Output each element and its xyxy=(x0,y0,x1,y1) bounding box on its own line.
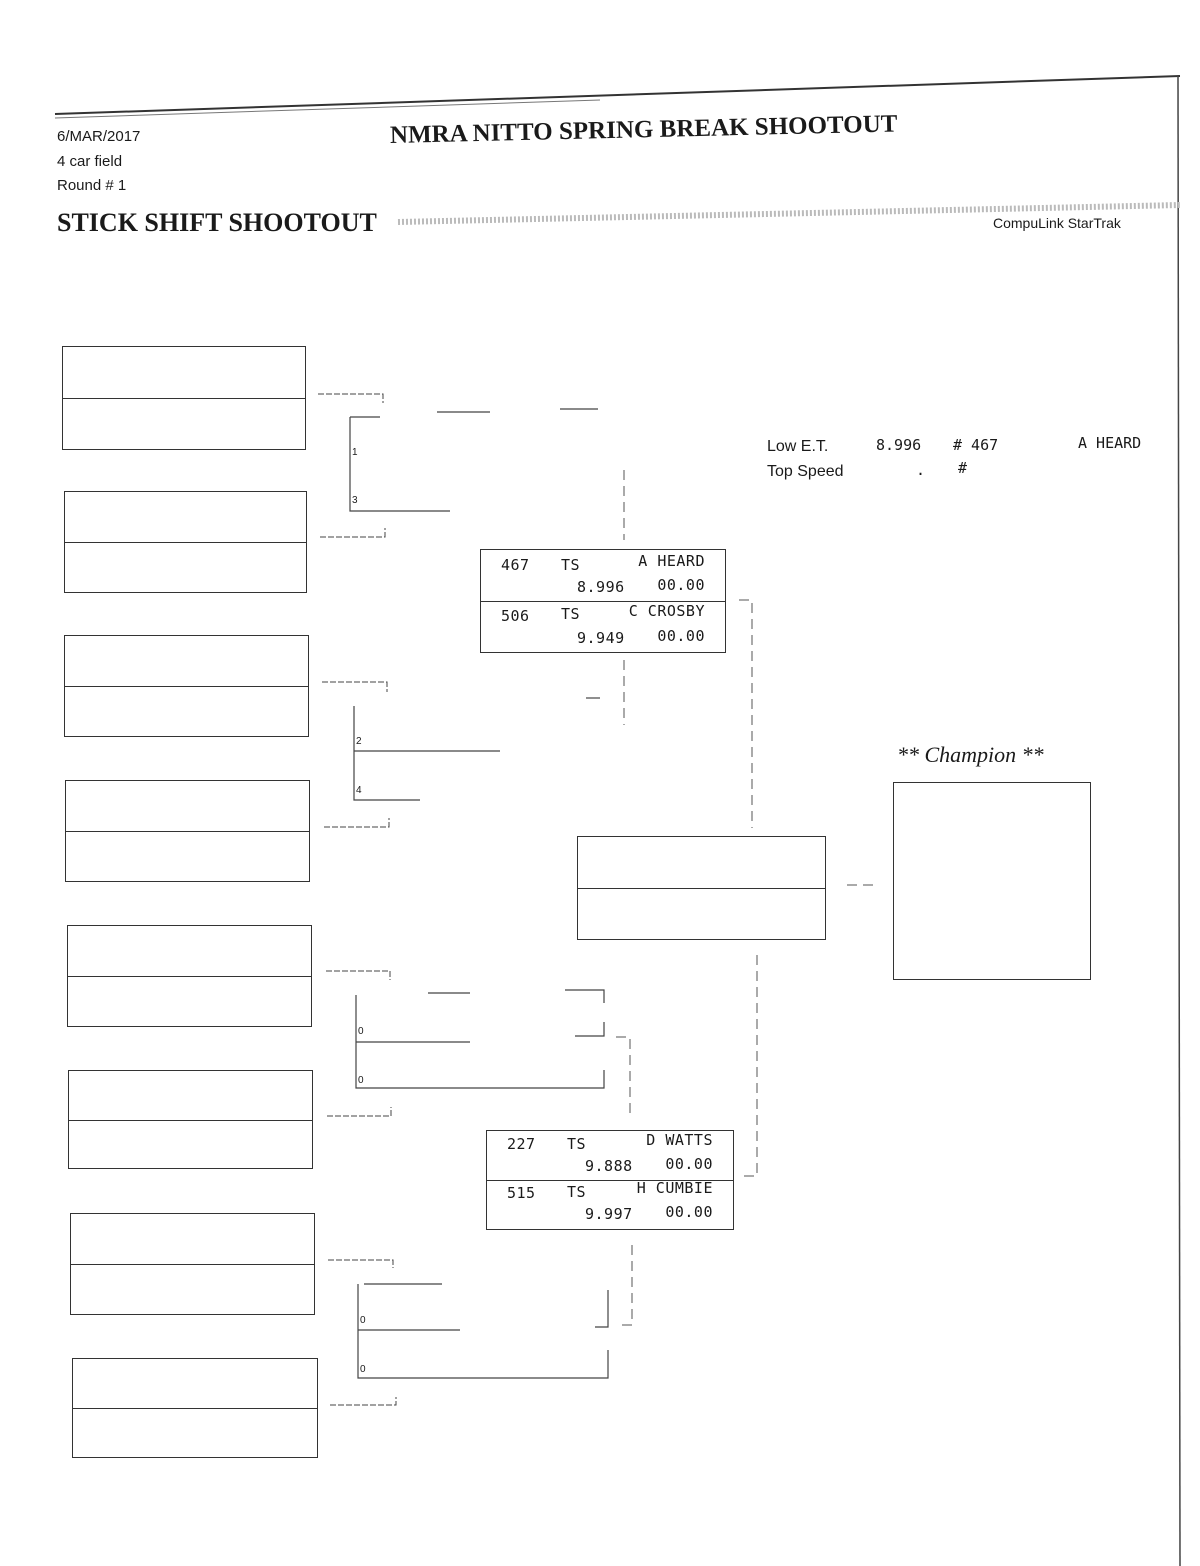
top-speed-number: # xyxy=(958,459,968,477)
lane-top: 227 TS D WATTS 9.888 00.00 xyxy=(487,1131,733,1180)
speed: 00.00 xyxy=(657,576,705,594)
date: 6/MAR/2017 xyxy=(57,128,141,145)
round1-slot-5 xyxy=(67,925,312,1027)
low-et-value: 8.996 xyxy=(876,436,922,454)
seed-number: 4 xyxy=(356,785,362,796)
seed-number: 0 xyxy=(360,1315,366,1326)
champion-box xyxy=(893,782,1091,980)
elapsed-time: 9.997 xyxy=(585,1205,633,1223)
car-number: 506 xyxy=(501,607,530,625)
elapsed-time: 9.888 xyxy=(585,1157,633,1175)
driver-name: H CUMBIE xyxy=(636,1179,713,1197)
round1-slot-7 xyxy=(70,1213,315,1315)
low-et-label: Low E.T. xyxy=(767,438,829,455)
field-size: 4 car field xyxy=(57,153,123,170)
car-class: TS xyxy=(561,556,581,574)
car-class: TS xyxy=(567,1135,587,1153)
round1-slot-2 xyxy=(64,491,307,593)
driver-name: C CROSBY xyxy=(628,602,705,620)
lane-bottom: 506 TS C CROSBY 9.949 00.00 xyxy=(481,601,725,652)
software-label: CompuLink StarTrak xyxy=(993,215,1121,231)
round-number: Round # 1 xyxy=(57,177,127,194)
car-class: TS xyxy=(561,605,581,623)
elapsed-time: 9.949 xyxy=(577,629,625,647)
seed-number: 3 xyxy=(352,495,358,506)
round1-slot-1 xyxy=(62,346,306,450)
round1-slot-3 xyxy=(64,635,309,737)
round1-slot-8 xyxy=(72,1358,318,1458)
elapsed-time: 8.996 xyxy=(577,578,625,596)
final-match xyxy=(577,836,826,940)
car-class: TS xyxy=(567,1183,587,1201)
round1-slot-6 xyxy=(68,1070,313,1169)
car-number: 515 xyxy=(507,1184,536,1202)
seed-number: 0 xyxy=(358,1075,364,1086)
speed: 00.00 xyxy=(657,627,705,645)
top-speed-label: Top Speed xyxy=(767,463,844,480)
car-number: 467 xyxy=(501,556,530,574)
seed-number: 2 xyxy=(356,736,362,747)
driver-name: A HEARD xyxy=(638,552,705,570)
speed: 00.00 xyxy=(665,1155,713,1173)
low-et-driver: A HEARD xyxy=(1078,434,1142,452)
round1-slot-4 xyxy=(65,780,310,882)
class-title: STICK SHIFT SHOOTOUT xyxy=(57,208,377,237)
semifinal-match-2: 227 TS D WATTS 9.888 00.00 515 TS H CUMB… xyxy=(486,1130,734,1230)
champion-label: ** Champion ** xyxy=(897,742,1044,767)
lane-bottom: 515 TS H CUMBIE 9.997 00.00 xyxy=(487,1179,733,1229)
seed-number: 1 xyxy=(352,447,358,458)
top-speed-value: . xyxy=(916,461,926,479)
semifinal-match-1: 467 TS A HEARD 8.996 00.00 506 TS C CROS… xyxy=(480,549,726,653)
seed-number: 0 xyxy=(360,1364,366,1375)
lane-top: 467 TS A HEARD 8.996 00.00 xyxy=(481,550,725,601)
driver-name: D WATTS xyxy=(646,1131,713,1149)
car-number: 227 xyxy=(507,1135,536,1153)
speed: 00.00 xyxy=(665,1203,713,1221)
seed-number: 0 xyxy=(358,1026,364,1037)
low-et-number: # 467 xyxy=(953,436,999,454)
